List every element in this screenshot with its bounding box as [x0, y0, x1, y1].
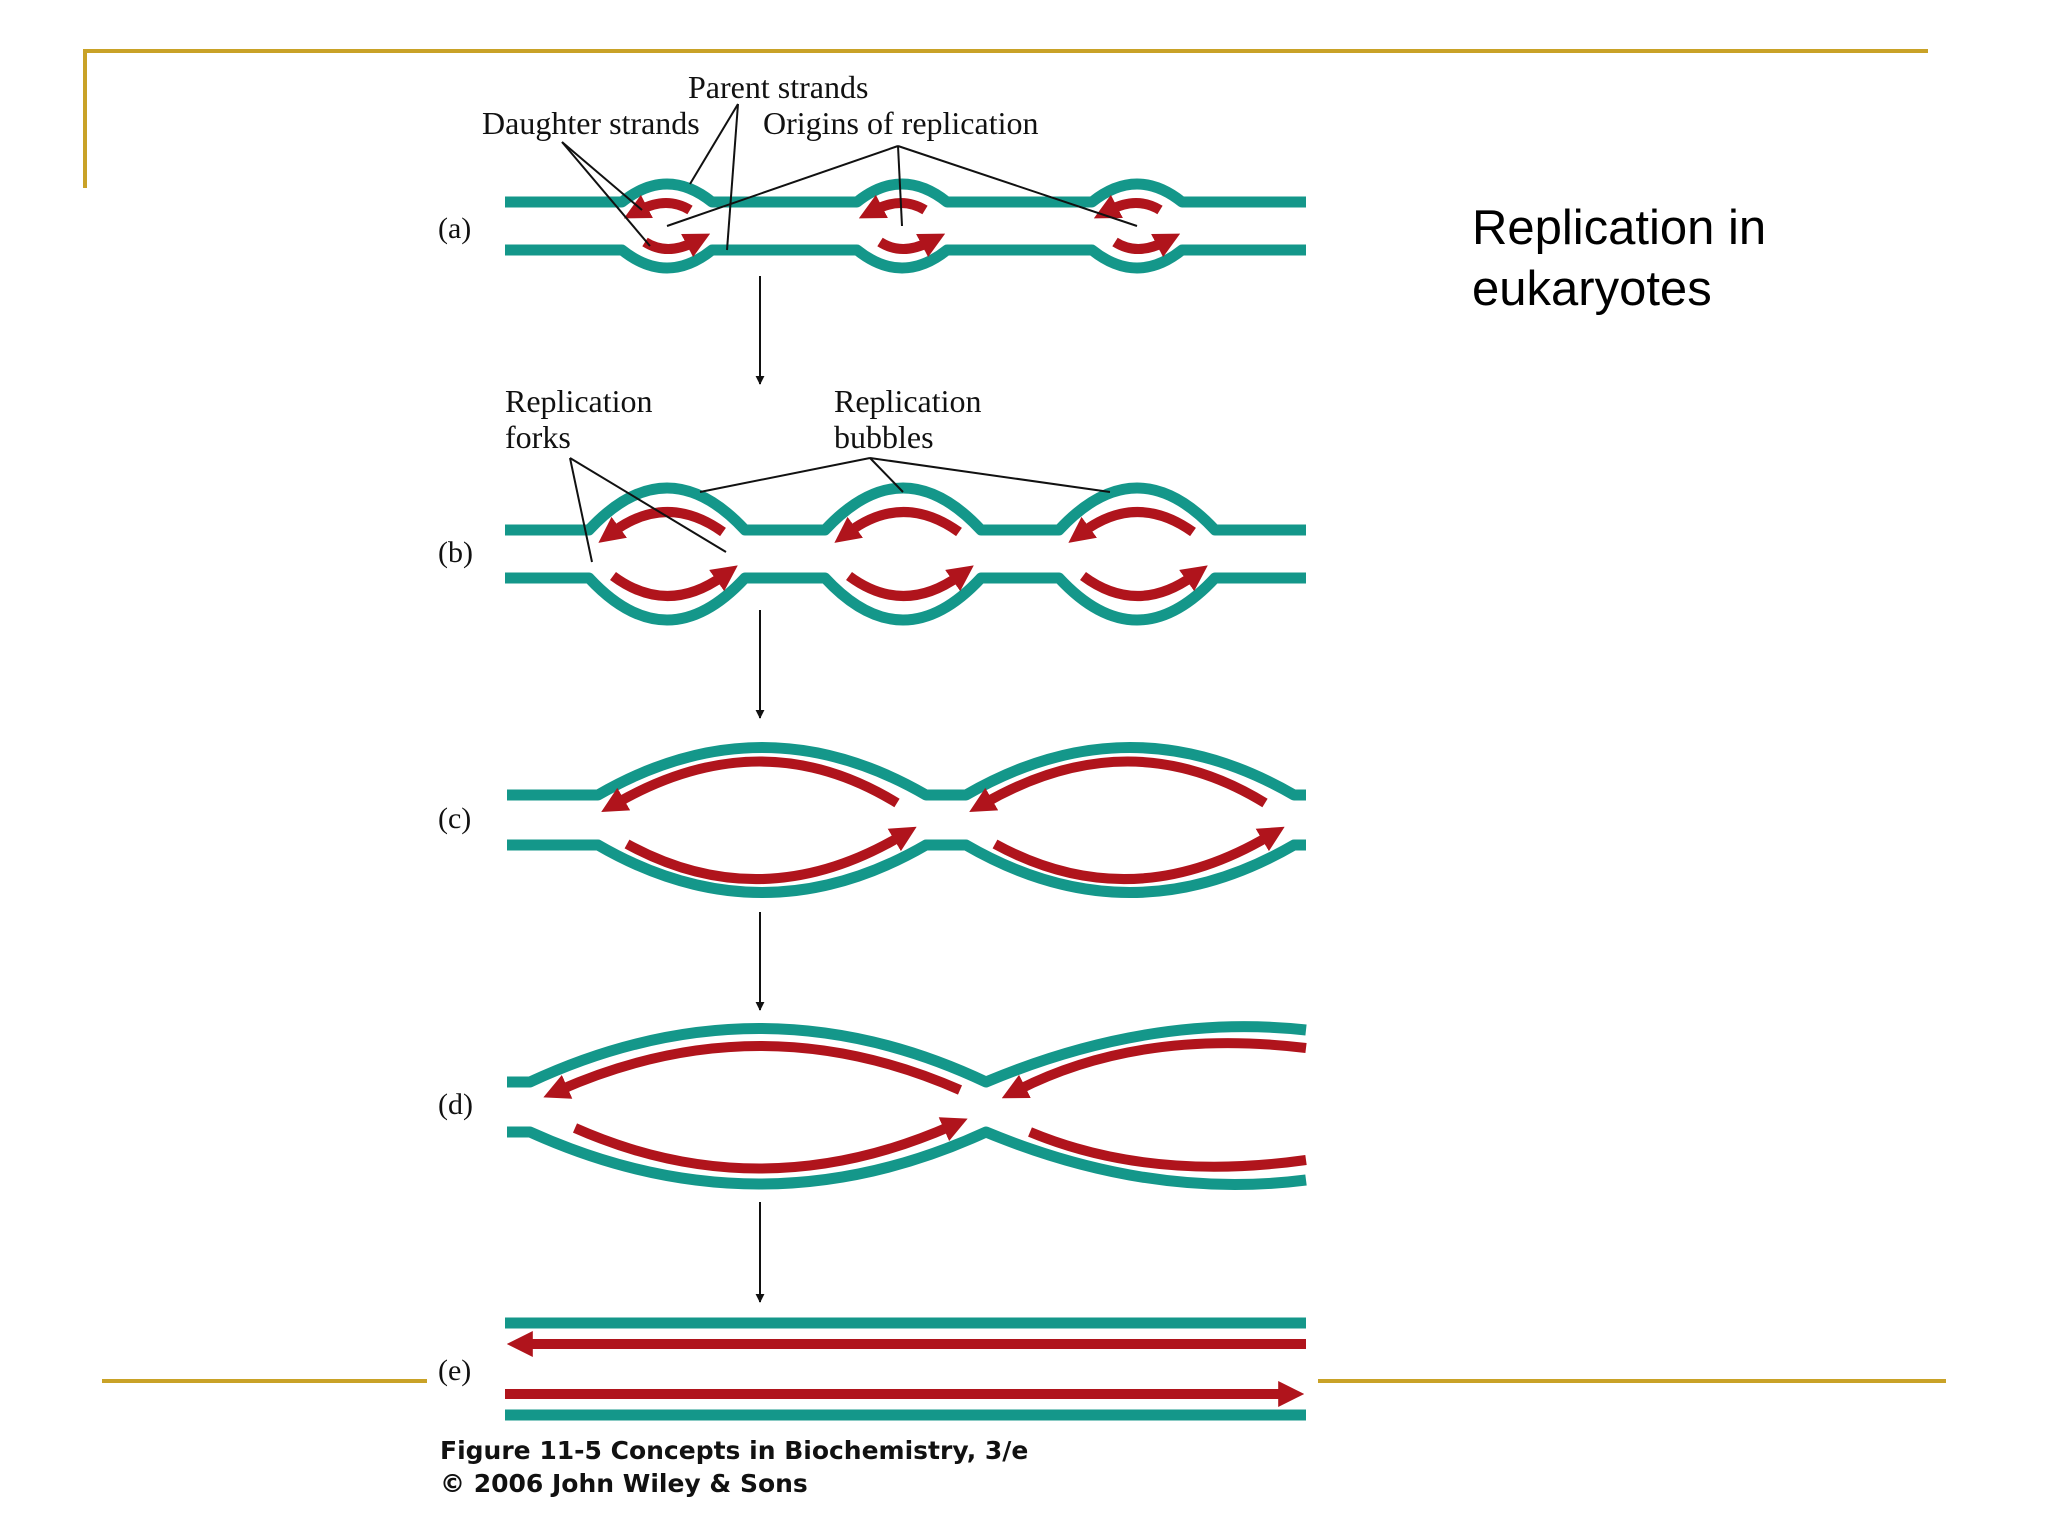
parent-strand-bottom-c [507, 839, 1306, 898]
daughter-strand-a2 [642, 233, 711, 258]
daughter-strand-d2 [572, 1117, 968, 1174]
panel-label-c: (c) [438, 802, 471, 835]
daughter-strand-a1 [623, 194, 693, 219]
panel-label-e: (e) [438, 1354, 471, 1387]
leader-daughter-1 [561, 141, 643, 211]
leader-origin-2 [897, 145, 903, 227]
parent-strand-top-d [507, 1021, 1307, 1088]
panel-d: (d) [438, 1021, 1307, 1191]
slide-title: Replication in eukaryotes [1472, 198, 1912, 320]
leader-bubble-3 [869, 457, 1111, 493]
title-line-1: Replication in [1472, 201, 1767, 255]
leader-bubble-2 [869, 457, 904, 493]
daughter-strand-a5 [1093, 194, 1163, 219]
daughter-strand-b1 [598, 507, 726, 543]
panel-e: (e) [438, 1317, 1306, 1421]
daughter-strand-b4 [846, 565, 974, 601]
figure-caption-line-1: Figure 11-5 Concepts in Biochemistry, 3/… [440, 1436, 1028, 1465]
label-parent-strands: Parent strands [688, 69, 868, 105]
daughter-strand-d3 [1001, 1038, 1307, 1099]
daughter-strand-b6 [1080, 565, 1208, 601]
daughter-strand-c1 [601, 756, 900, 813]
label-replication-forks-2: forks [505, 419, 571, 455]
panel-label-d: (d) [438, 1088, 473, 1121]
daughter-strand-b5 [1068, 507, 1196, 543]
parent-strand-bottom-b [505, 572, 1306, 626]
daughter-strand-c3 [969, 756, 1268, 813]
leader-parent-1 [689, 103, 739, 185]
bottom-rule-right [1318, 1379, 1946, 1383]
bottom-rule-left [102, 1379, 427, 1383]
parent-strand-top-b [505, 482, 1306, 536]
daughter-strand-a6 [1112, 233, 1181, 258]
daughter-strand-d4 [1028, 1127, 1307, 1172]
label-daughter-strands: Daughter strands [482, 105, 700, 141]
label-origins-of-replication: Origins of replication [763, 105, 1038, 141]
parent-strand-top-c [507, 742, 1306, 801]
panel-a: Parent strands Daughter strands Origins … [438, 69, 1306, 274]
parent-strand-bottom-d [507, 1126, 1307, 1191]
parent-strand-top-a [505, 178, 1306, 208]
parent-strand-bottom-a [505, 244, 1306, 274]
daughter-strand-b2 [610, 565, 738, 601]
label-replication-bubbles-2: bubbles [834, 419, 934, 455]
title-line-2: eukaryotes [1472, 262, 1712, 316]
panel-label-a: (a) [438, 212, 471, 245]
leader-bubble-1 [699, 457, 871, 493]
leader-origin-1 [666, 145, 899, 227]
label-replication-bubbles-1: Replication [834, 383, 982, 419]
panel-c: (c) [438, 742, 1306, 898]
daughter-strand-b3 [834, 507, 962, 543]
daughter-strand-a4 [877, 233, 946, 258]
leader-parent-2 [726, 103, 739, 251]
daughter-strand-c4 [992, 826, 1285, 884]
leader-daughter-2 [561, 141, 651, 247]
panel-label-b: (b) [438, 536, 473, 569]
panel-b: Replication forks Replication bubbles (b… [438, 383, 1306, 626]
label-replication-forks-1: Replication [505, 383, 653, 419]
leader-fork-2 [569, 457, 727, 553]
daughter-strand-c2 [624, 826, 917, 884]
daughter-strand-d1 [543, 1041, 963, 1099]
leader-origin-3 [897, 145, 1138, 227]
leader-fork-1 [569, 457, 593, 563]
left-rule [83, 49, 87, 188]
figure-caption-line-2: © 2006 John Wiley & Sons [440, 1469, 808, 1498]
top-rule [83, 49, 1928, 53]
